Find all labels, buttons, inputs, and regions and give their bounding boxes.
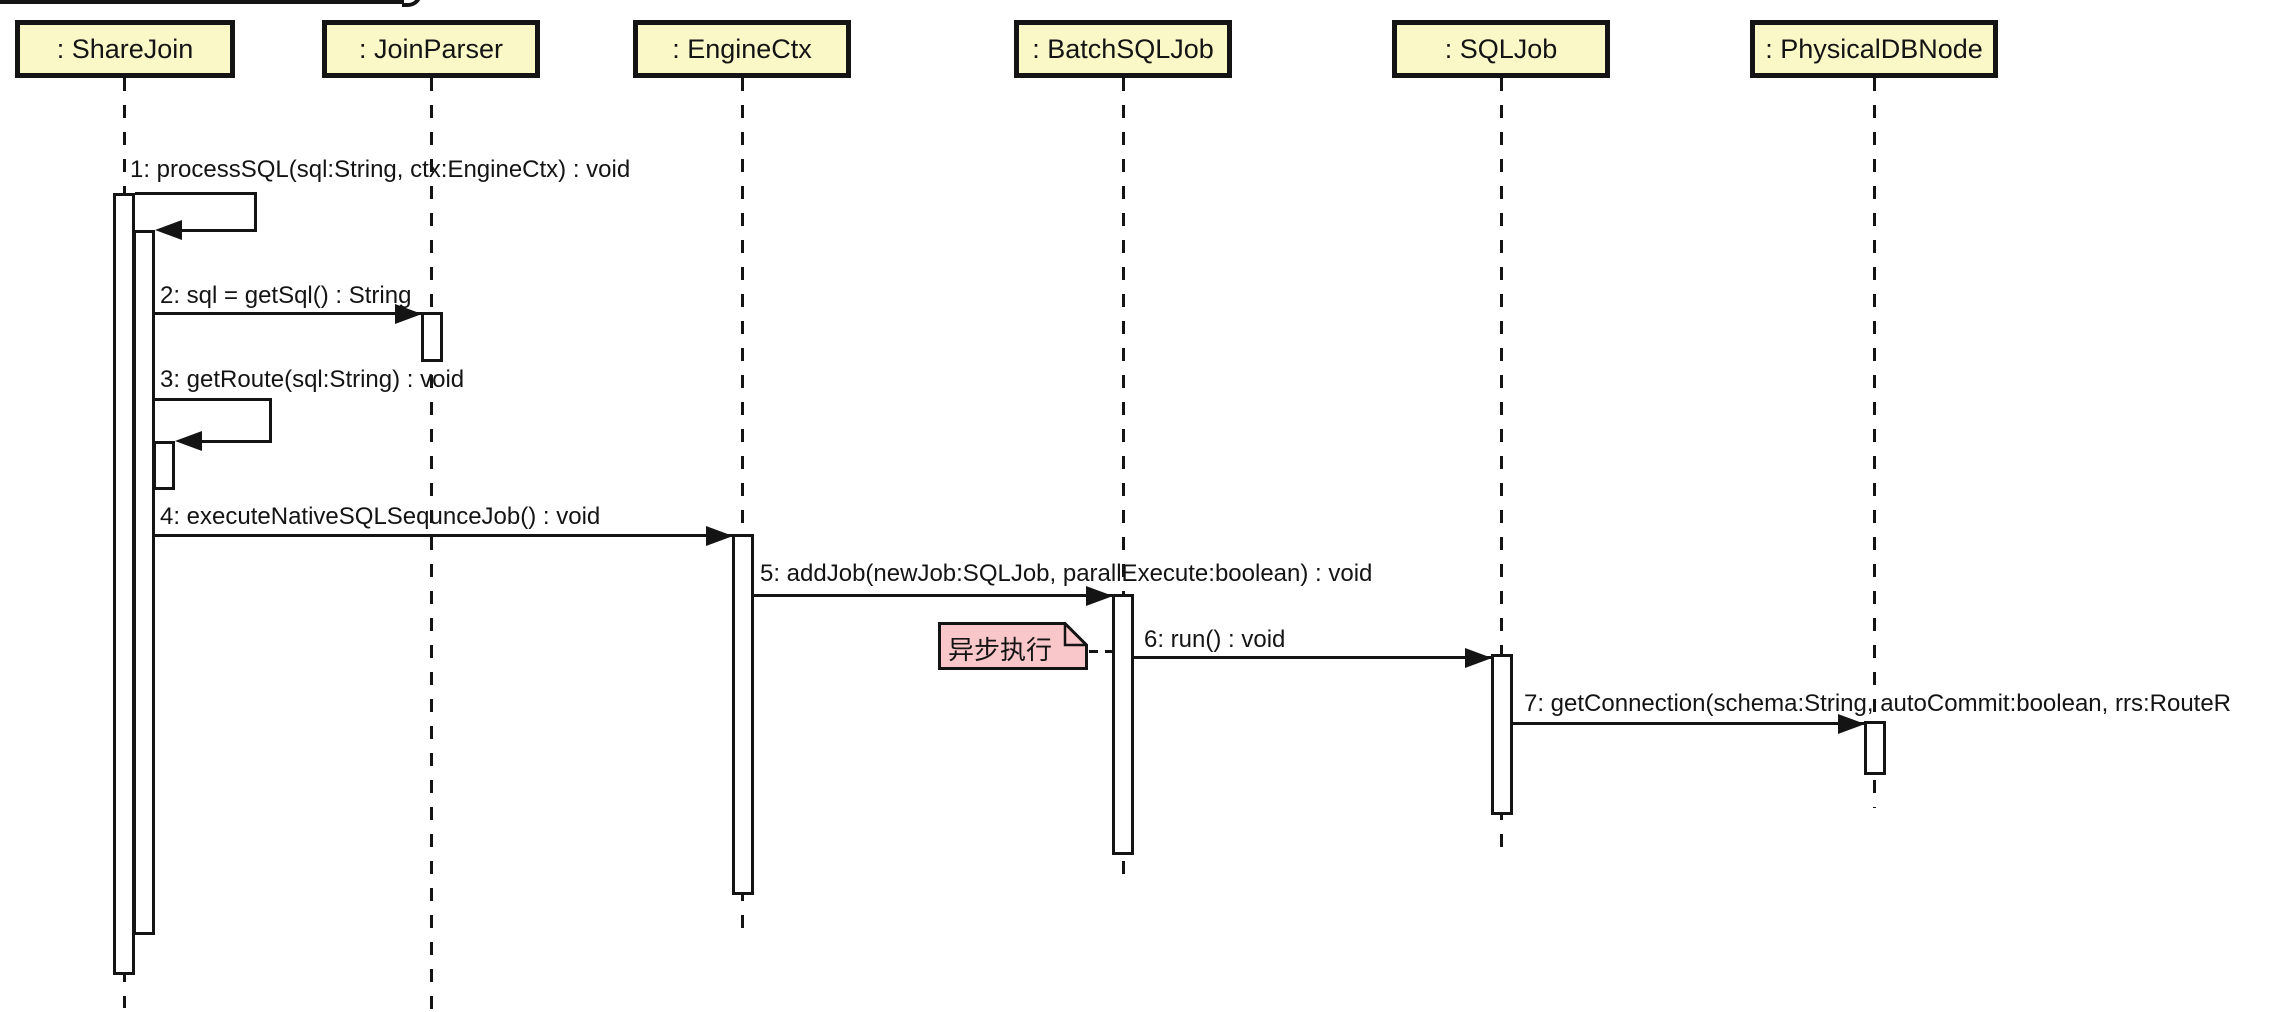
participant-box-sqljob: : SQLJob [1392, 20, 1610, 78]
message-3-arrowhead [175, 431, 202, 451]
activation-sharejoin-inner [133, 230, 155, 935]
lifeline-joinparser [430, 78, 433, 1012]
cropped-frame-corner [402, 0, 422, 7]
activation-enginectx [732, 534, 754, 895]
message-6-line [1133, 656, 1492, 659]
message-3-line [198, 440, 272, 443]
message-2-line [155, 312, 422, 315]
note-text: 异步执行 [948, 635, 1053, 665]
participant-label: : JoinParser [358, 33, 504, 64]
message-3-label: 3: getRoute(sql:String) : void [160, 366, 465, 393]
note-shape [938, 622, 1088, 670]
message-7-line [1512, 722, 1865, 725]
participant-box-sharejoin: : ShareJoin [15, 20, 235, 78]
lifeline-physicaldbnode [1873, 78, 1876, 808]
message-1-label: 1: processSQL(sql:String, ctx:EngineCtx)… [130, 156, 631, 183]
message-5-arrowhead [1086, 586, 1113, 606]
activation-physicaldbnode [1864, 721, 1886, 775]
cropped-frame-edge [0, 0, 404, 4]
message-6-arrowhead [1465, 648, 1492, 668]
message-3-line [155, 398, 272, 401]
message-1-line [135, 192, 257, 195]
lifeline-sqljob [1500, 78, 1503, 848]
message-5-line [753, 594, 1113, 597]
message-5-label: 5: addJob(newJob:SQLJob, parallExecute:b… [760, 560, 1373, 587]
activation-sharejoin-outer [113, 193, 135, 975]
participant-box-joinparser: : JoinParser [322, 20, 540, 78]
activation-sharejoin-third [153, 441, 175, 490]
note-async: 异步执行 [938, 622, 1088, 670]
activation-joinparser [421, 312, 443, 362]
participant-label: : EngineCtx [672, 33, 812, 64]
participant-box-batchsqljob: : BatchSQLJob [1014, 20, 1232, 78]
message-6-label: 6: run() : void [1144, 626, 1286, 653]
participant-box-enginectx: : EngineCtx [633, 20, 851, 78]
participant-label: : BatchSQLJob [1032, 33, 1214, 64]
message-2-arrowhead [395, 304, 422, 324]
message-7-arrowhead [1838, 714, 1865, 734]
message-3-line [269, 398, 272, 443]
message-1-line [178, 229, 257, 232]
message-4-label: 4: executeNativeSQLSequnceJob() : void [160, 503, 601, 530]
activation-sqljob [1491, 654, 1513, 815]
message-4-arrowhead [706, 526, 733, 546]
message-4-line [155, 534, 733, 537]
participant-label: : ShareJoin [56, 33, 194, 64]
message-1-line [254, 192, 257, 232]
lifeline-batchsqljob [1122, 78, 1125, 888]
participant-label: : PhysicalDBNode [1765, 33, 1983, 64]
message-7-label: 7: getConnection(schema:String, autoComm… [1524, 690, 2232, 717]
participant-box-physicaldbnode: : PhysicalDBNode [1750, 20, 1998, 78]
note-connector [1089, 650, 1113, 653]
activation-batchsqljob [1112, 594, 1134, 855]
message-2-label: 2: sql = getSql() : String [160, 282, 412, 309]
participant-label: : SQLJob [1444, 33, 1558, 64]
lifeline-enginectx [741, 78, 744, 928]
message-1-arrowhead [155, 220, 182, 240]
